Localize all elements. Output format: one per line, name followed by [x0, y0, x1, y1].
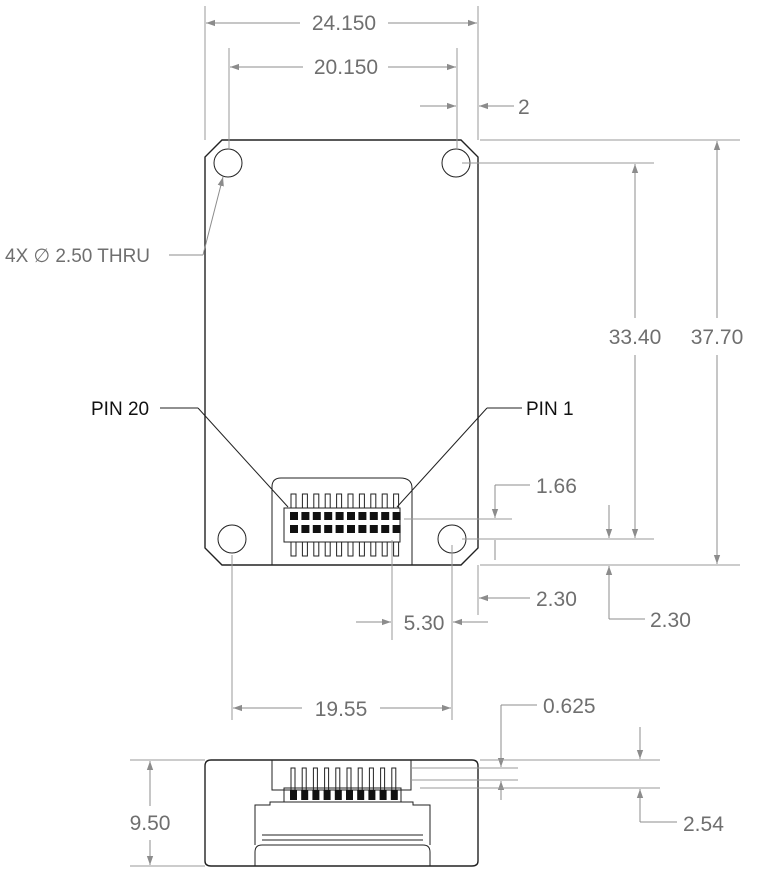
pin-lead [381, 541, 388, 557]
pin-pad [392, 525, 401, 533]
pin-pad [335, 525, 344, 533]
pin-pad [312, 512, 321, 520]
side-pins [290, 767, 398, 800]
dim-pin-pitch: 2.54 [683, 813, 724, 836]
side-pin-base [334, 790, 342, 800]
pin-lead [301, 493, 308, 509]
pin-lead [358, 541, 365, 557]
pin-pad [324, 512, 333, 520]
dimensions-right: 37.70 33.40 1.66 2.30 2.30 5.30 19.55 [231, 139, 744, 721]
pin-lead [358, 493, 365, 509]
side-pin-base [390, 790, 398, 800]
top-view [204, 139, 479, 566]
mounting-hole-top-left [213, 148, 243, 178]
pin-pad [290, 512, 298, 520]
dim-corner-offset: 2 [518, 96, 530, 119]
dimensions-top: 24.150 20.150 2 4X ∅ 2.50 THRU [5, 6, 530, 267]
pin-pad [358, 512, 367, 520]
dim-overall-width: 24.150 [312, 12, 376, 35]
dim-pin-offset-top: 1.66 [536, 475, 577, 498]
side-pin-base [323, 790, 331, 800]
pin-lead [370, 493, 377, 509]
side-pin-base [290, 790, 297, 800]
pin-pad [290, 525, 298, 533]
dim-pin-row-offset: 2.30 [536, 588, 577, 611]
dim-connector-offset: 5.30 [404, 612, 445, 635]
pin-pad [347, 525, 355, 533]
side-pin-base [346, 790, 353, 800]
pin-pad [335, 512, 344, 520]
pin-lead [336, 493, 343, 509]
pin-pad [312, 525, 321, 533]
pin-callouts: PIN 20 PIN 1 [91, 399, 574, 508]
hole-note: 4X ∅ 2.50 THRU [5, 246, 150, 267]
side-pin-base [379, 790, 387, 800]
pin-pad [347, 512, 355, 520]
pin-pad [381, 525, 390, 533]
pin1-label: PIN 1 [526, 399, 574, 420]
pin-pad [324, 525, 333, 533]
pin-lead [313, 493, 320, 509]
pin-pad [301, 525, 310, 533]
pin-lead [393, 493, 400, 509]
pin-lead [290, 493, 297, 509]
pin-lead [336, 541, 343, 557]
side-pin-base [312, 790, 320, 800]
pin-pad [369, 525, 378, 533]
dim-pin-tip-height: 0.625 [543, 695, 596, 718]
pin-pad [369, 512, 378, 520]
pin20-label: PIN 20 [91, 399, 149, 420]
pin-lead [313, 541, 320, 557]
side-pin-base [368, 790, 376, 800]
dim-hole-spacing-top: 20.150 [314, 56, 378, 79]
dim-overall-height: 37.70 [691, 326, 744, 349]
pin-pad [301, 512, 310, 520]
mounting-hole-bottom-left [217, 524, 247, 554]
pin-lead [347, 493, 354, 509]
pin-lead [290, 541, 297, 557]
side-pin-base [301, 790, 309, 800]
pin-lead [393, 541, 400, 557]
pin-pad [381, 512, 390, 520]
side-view: 0.625 9.50 2.54 [130, 695, 724, 867]
pin-lead [301, 541, 308, 557]
pin-header [283, 493, 401, 557]
dim-vertical-hole-spacing: 33.40 [609, 326, 662, 349]
pin-pad [392, 512, 401, 520]
pin-lead [324, 493, 331, 509]
pin-lead [381, 493, 388, 509]
connector-housing [271, 477, 413, 565]
side-body-outline [204, 759, 479, 867]
pin-lead [347, 541, 354, 557]
dim-total-thickness: 9.50 [130, 812, 171, 835]
board-outline [204, 139, 479, 566]
side-pin-base [357, 790, 365, 800]
pin-pad [358, 525, 367, 533]
pin-lead [324, 541, 331, 557]
pin-lead [370, 541, 377, 557]
dim-bottom-hole-offset: 2.30 [650, 609, 691, 632]
dim-hole-spacing-bottom: 19.55 [315, 698, 368, 721]
